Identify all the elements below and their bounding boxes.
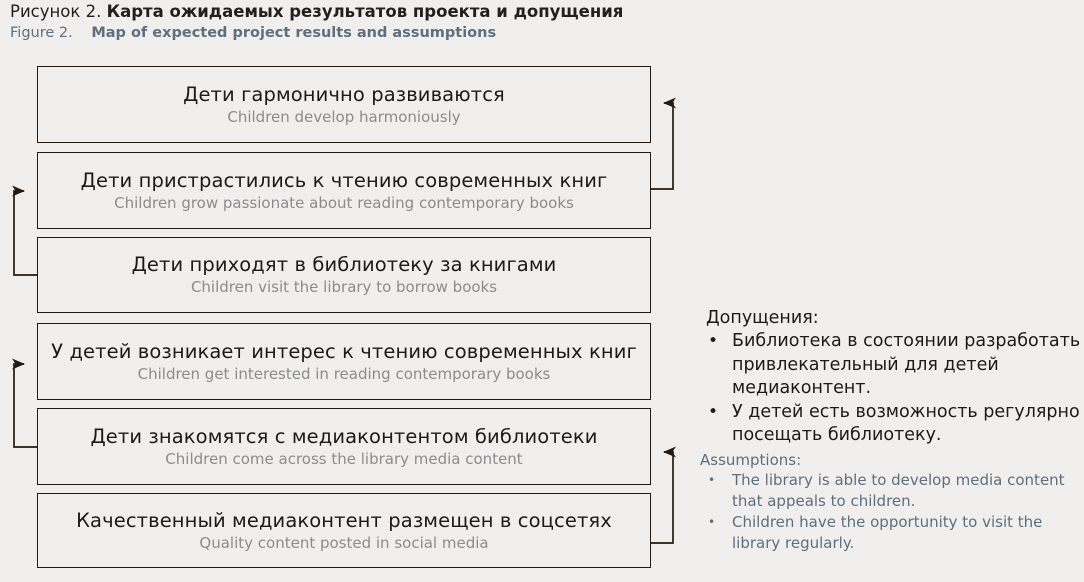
result-box-1-russian: Дети гармонично развиваются (183, 82, 505, 106)
assumptions-item-russian-text: Библиотека в состоянии разработать привл… (732, 331, 1081, 398)
result-box-5-english: Children come across the library media c… (165, 449, 523, 468)
result-box-3-english: Children visit the library to borrow boo… (190, 278, 498, 296)
assumptions-item-english: • The library is able to develop media c… (700, 470, 1084, 512)
assumptions-heading-russian: Допущения: (706, 308, 819, 328)
result-box-4-russian: У детей возникает интерес к чтению совре… (51, 339, 637, 363)
assumptions-list-english: • The library is able to develop media c… (700, 470, 1084, 554)
connector-right-top (651, 97, 676, 190)
result-box-5-russian: Дети знакомятся с медиаконтентом библиот… (90, 424, 598, 448)
result-box-6-english: Quality content posted in social media (199, 533, 489, 552)
result-box-6-russian: Качественный медиаконтент размещен в соц… (76, 508, 612, 532)
result-box-2-english: Children grow passionate about reading c… (114, 193, 574, 212)
result-box-2-russian: Дети пристрастились к чтению современных… (80, 168, 608, 192)
result-box-2[interactable]: Дети пристрастились к чтению современных… (37, 152, 651, 229)
caption-russian-title: Карта ожидаемых результатов проекта и до… (106, 2, 624, 21)
assumptions-item-english-text: Children have the opportunity to visit t… (732, 512, 1043, 552)
assumptions-list-russian: • Библиотека в состоянии разработать при… (700, 330, 1084, 448)
bullet-icon: • (708, 401, 719, 422)
bullet-icon: • (708, 472, 716, 487)
connector-right-bottom (651, 446, 676, 544)
assumptions-heading-english: Assumptions: (700, 450, 802, 469)
result-box-4[interactable]: У детей возникает интерес к чтению совре… (37, 323, 651, 400)
assumptions-item-russian-text: У детей есть возможность регулярно посещ… (732, 401, 1080, 446)
connector-left-top (12, 185, 37, 276)
result-box-1[interactable]: Дети гармонично развиваются Children dev… (37, 66, 651, 143)
connector-left-bottom (12, 358, 37, 448)
result-box-3[interactable]: Дети приходят в библиотеку за книгами Ch… (37, 237, 651, 313)
caption-english-title: Map of expected project results and assu… (91, 25, 497, 41)
result-box-6[interactable]: Качественный медиаконтент размещен в соц… (37, 493, 651, 568)
bullet-icon: • (708, 514, 716, 529)
caption-russian-number: Рисунок 2. (10, 2, 102, 21)
caption-english: Figure 2. Map of expected project result… (10, 23, 750, 43)
caption-russian: Рисунок 2. Карта ожидаемых результатов п… (10, 2, 750, 22)
result-box-5[interactable]: Дети знакомятся с медиаконтентом библиот… (37, 408, 651, 485)
caption-english-number: Figure 2. (10, 25, 73, 41)
result-box-1-english: Children develop harmoniously (227, 107, 461, 126)
result-box-3-russian: Дети приходят в библиотеку за книгами (131, 253, 557, 276)
assumptions-panel: Допущения: • Библиотека в состоянии разр… (700, 306, 1084, 554)
assumptions-item-russian: • У детей есть возможность регулярно пос… (700, 401, 1084, 448)
assumptions-item-english: • Children have the opportunity to visit… (700, 512, 1084, 554)
bullet-icon: • (708, 331, 719, 351)
figure-caption: Рисунок 2. Карта ожидаемых результатов п… (10, 2, 750, 43)
assumptions-item-english-text: The library is able to develop media con… (732, 470, 1065, 510)
result-box-4-english: Children get interested in reading conte… (137, 364, 551, 383)
assumptions-item-russian: • Библиотека в состоянии разработать при… (700, 330, 1084, 401)
